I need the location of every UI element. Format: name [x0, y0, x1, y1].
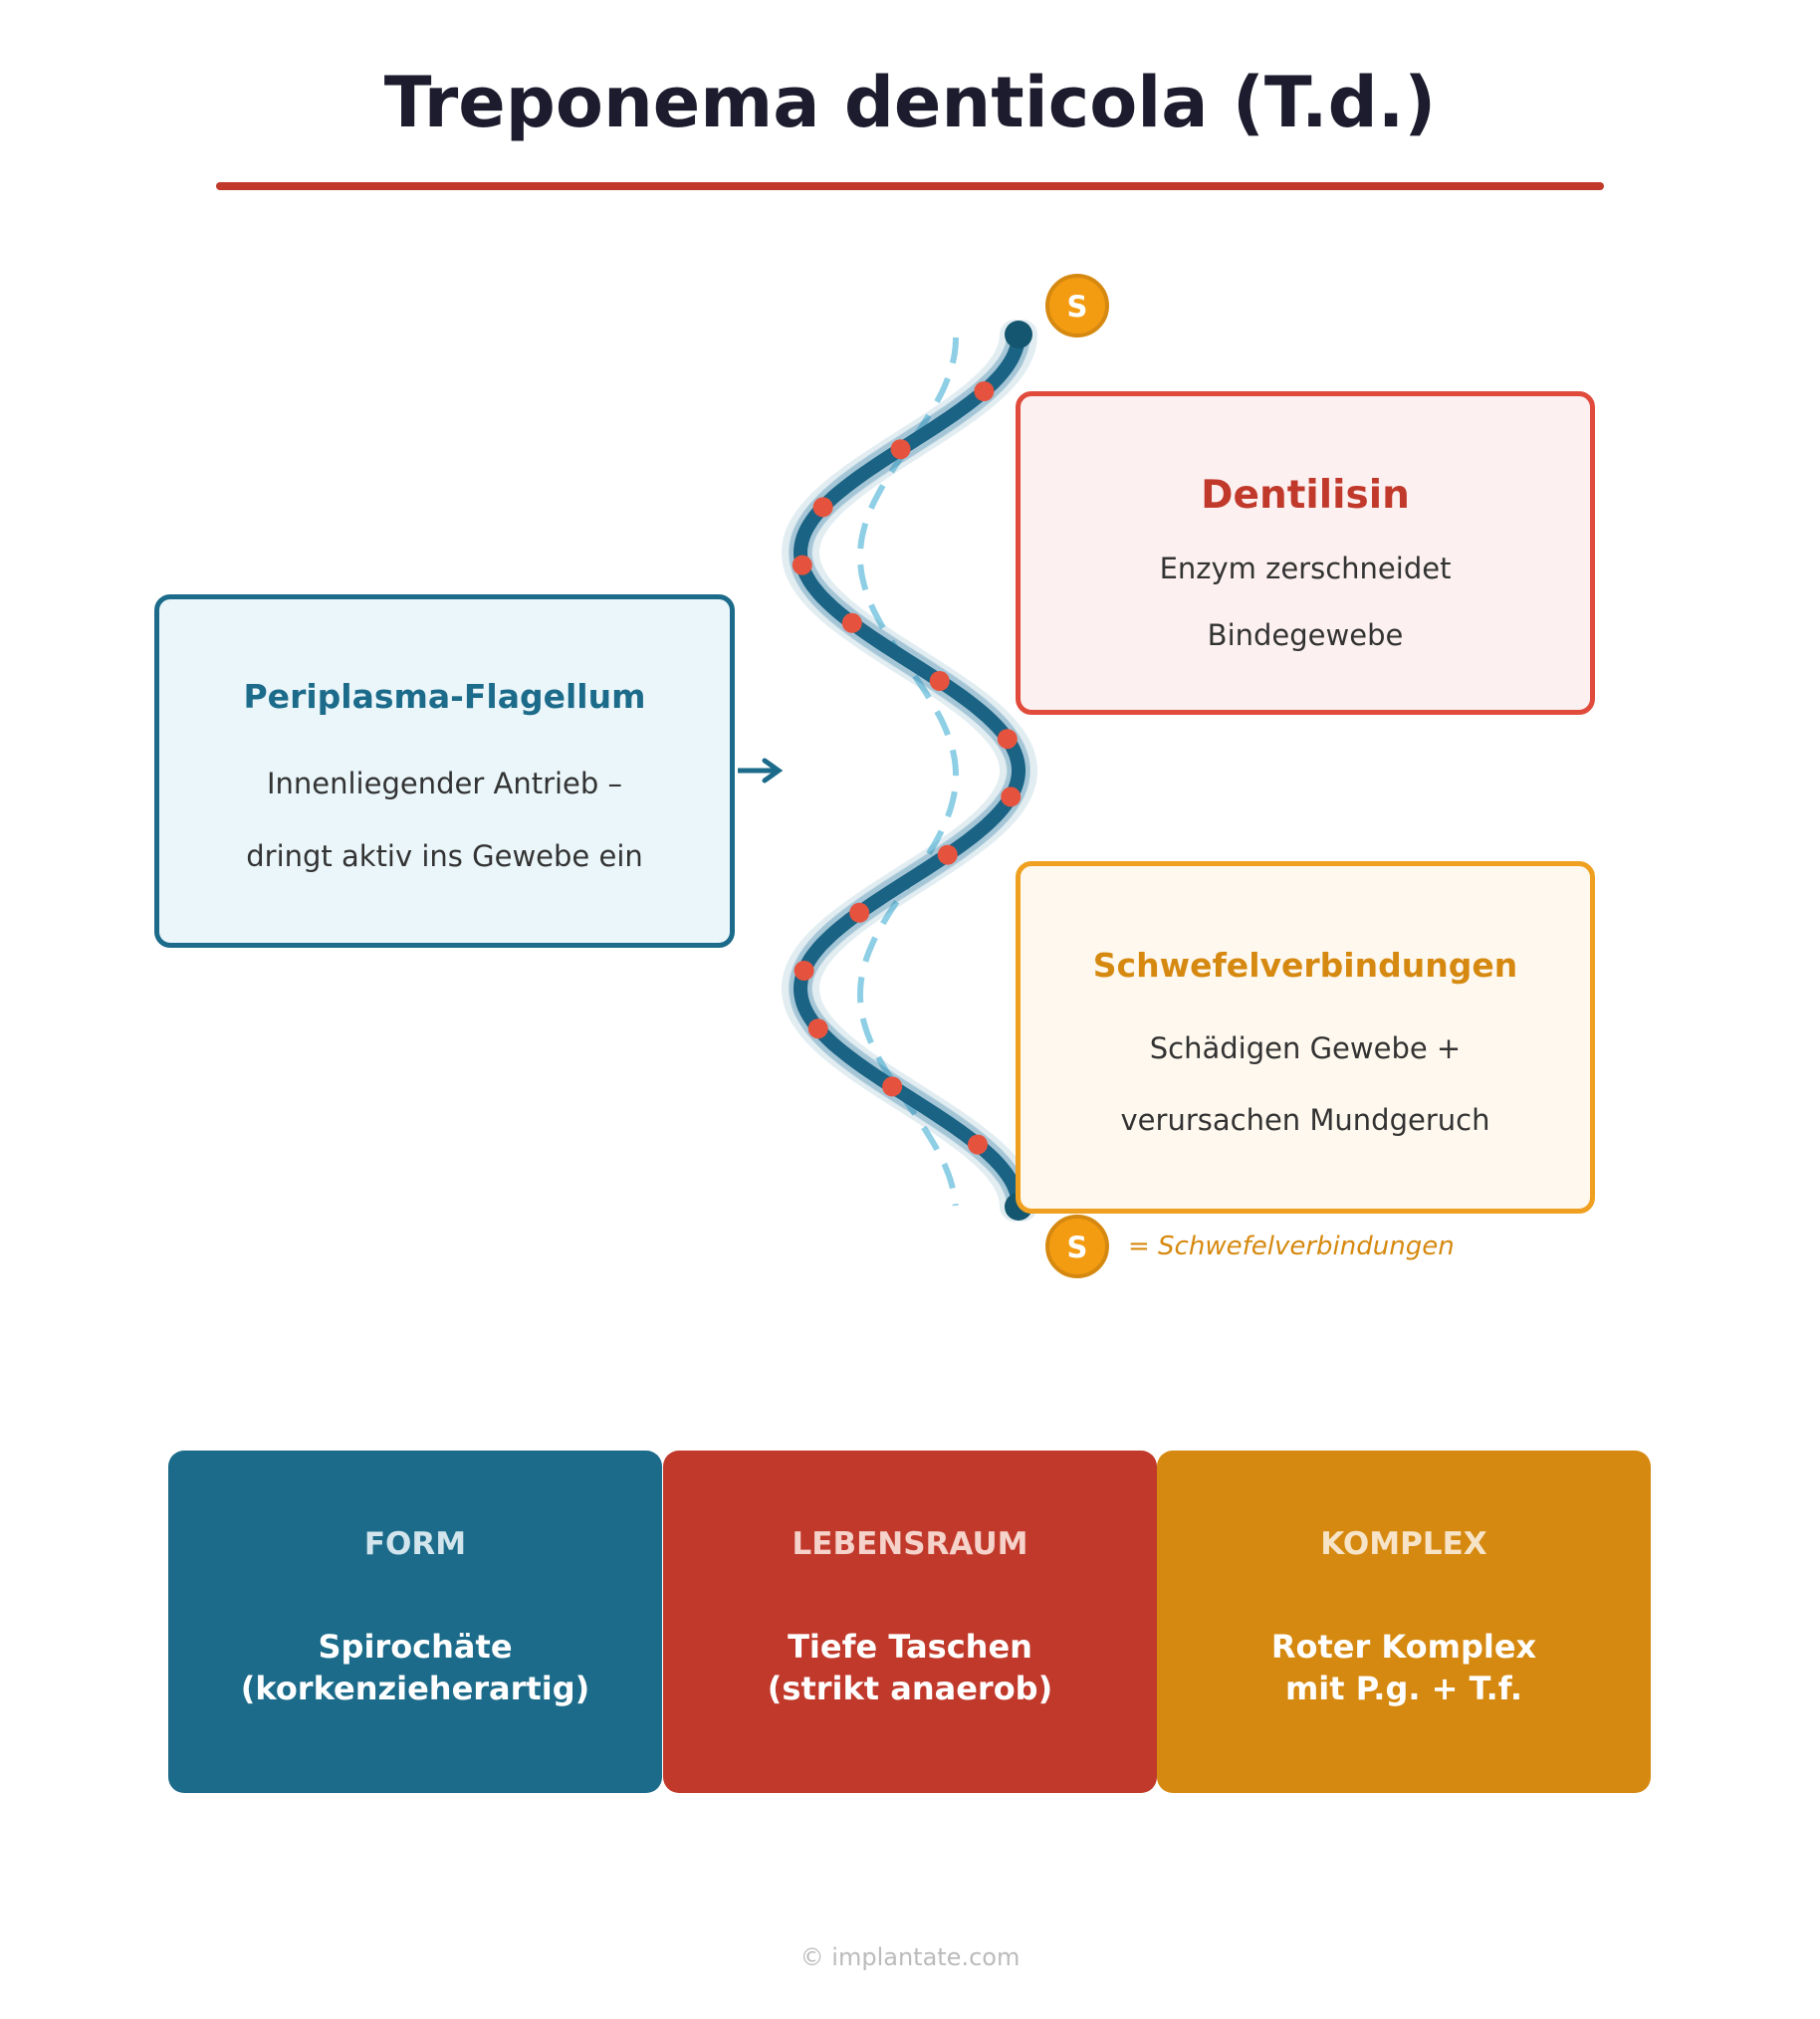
surface-dot: [812, 497, 833, 518]
page-title: Treponema denticola (T.d.): [383, 62, 1437, 143]
surface-dot: [882, 1076, 903, 1097]
card-heading: LEBENSRAUM: [792, 1526, 1028, 1562]
sulfur-heading: Schwefelverbindungen: [1092, 946, 1518, 985]
title-divider: [216, 182, 1604, 190]
spirochete-strand: [788, 323, 1030, 1219]
card-value-line2: mit P.g. + T.f.: [1284, 1670, 1523, 1707]
card-value-line1: Tiefe Taschen: [788, 1628, 1032, 1666]
card-complex: KOMPLEX Roter Komplex mit P.g. + T.f.: [1157, 1451, 1651, 1793]
card-value-line2: (korkenzieherartig): [240, 1670, 590, 1707]
copyright-footer: © implantate.com: [799, 1943, 1021, 1971]
surface-dot: [997, 729, 1018, 750]
sulfur-legend: = Schwefelverbindungen: [1128, 1232, 1455, 1261]
surface-dot: [841, 612, 862, 633]
card-heading: FORM: [363, 1526, 467, 1562]
card-value-line1: Roter Komplex: [1270, 1628, 1537, 1666]
spirochete-strand: [793, 328, 1025, 1214]
spirochete-end-top: [1005, 321, 1032, 348]
sulfur-marker-legend: S: [1045, 1215, 1109, 1278]
sulfur-box: Schwefelverbindungen Schädigen Gewebe + …: [1016, 861, 1595, 1214]
spirochete-body: [781, 320, 1037, 1222]
surface-dot: [890, 439, 911, 460]
flagellum-line1: Innenliegender Antrieb –: [266, 767, 623, 800]
surface-dot: [1001, 786, 1022, 807]
flagellum-heading: Periplasma-Flagellum: [243, 677, 646, 716]
dentilisin-box: Dentilisin Enzym zerschneidet Bindegeweb…: [1016, 391, 1595, 715]
surface-dot: [792, 555, 812, 575]
spirochete-strand: [789, 320, 1037, 1222]
sulfur-marker-top: S: [1045, 274, 1109, 337]
card-value: Tiefe Taschen (strikt anaerob): [663, 1626, 1157, 1709]
card-value: Roter Komplex mit P.g. + T.f.: [1157, 1626, 1651, 1709]
surface-dot: [849, 902, 870, 923]
dentilisin-line1: Enzym zerschneidet: [1159, 552, 1452, 585]
surface-dot: [967, 1134, 988, 1155]
dentilisin-heading: Dentilisin: [1201, 473, 1410, 518]
card-value-line1: Spirochäte: [318, 1628, 513, 1666]
flagellum-dashed-line: [856, 336, 960, 1207]
sulfur-line1: Schädigen Gewebe +: [1149, 1031, 1462, 1065]
sulfur-marker-label: S: [1067, 290, 1088, 324]
surface-dots: [792, 381, 1022, 1155]
flagellum-line2: dringt aktiv ins Gewebe ein: [246, 839, 643, 873]
card-value: Spirochäte (korkenzieherartig): [168, 1626, 662, 1709]
card-habitat: LEBENSRAUM Tiefe Taschen (strikt anaerob): [663, 1451, 1157, 1793]
sulfur-marker-label: S: [1067, 1231, 1088, 1264]
card-value-line2: (strikt anaerob): [767, 1670, 1053, 1707]
surface-dot: [974, 381, 995, 401]
card-heading: KOMPLEX: [1320, 1526, 1487, 1562]
surface-dot: [937, 844, 958, 865]
arrow-head-icon: [762, 758, 784, 784]
flagellum-box: Periplasma-Flagellum Innenliegender Antr…: [154, 594, 735, 948]
surface-dot: [807, 1018, 828, 1039]
card-form: FORM Spirochäte (korkenzieherartig): [168, 1451, 662, 1793]
surface-dot: [929, 671, 950, 691]
dentilisin-line2: Bindegewebe: [1207, 618, 1404, 652]
surface-dot: [794, 961, 814, 981]
sulfur-line2: verursachen Mundgeruch: [1120, 1103, 1490, 1137]
